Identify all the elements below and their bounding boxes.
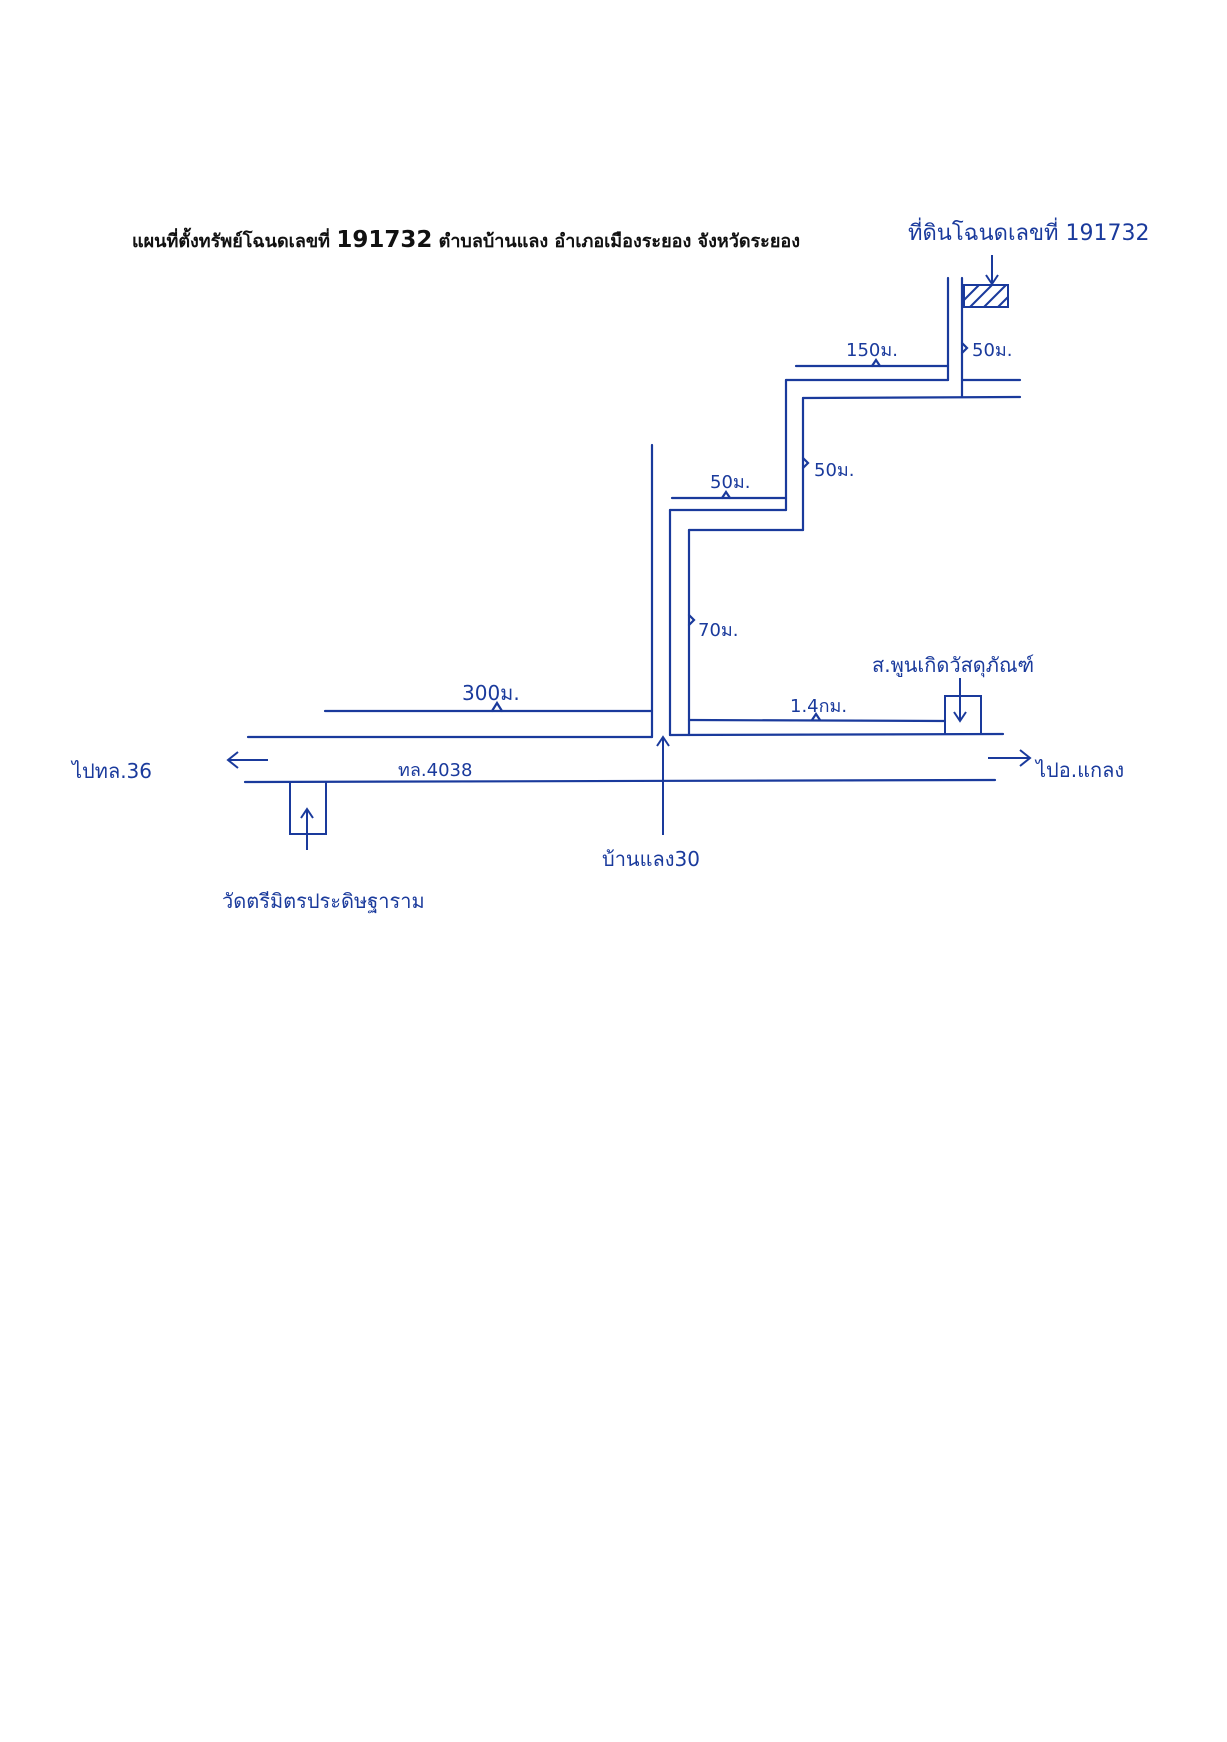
dim-1-4km-mark xyxy=(810,712,822,722)
hatch-4 xyxy=(997,296,1009,308)
hatch-2 xyxy=(969,284,993,308)
map-title: แผนที่ตั้งทรัพย์โฉนดเลขที่ 191732 ตำบลบ้… xyxy=(132,226,800,255)
road-label: ทล.4038 xyxy=(398,760,472,781)
shop-box xyxy=(944,695,982,734)
label-300m: 300ม. xyxy=(462,681,520,705)
hatch-1 xyxy=(963,284,980,301)
main-road-bottom xyxy=(243,778,997,784)
junction-arrow-head xyxy=(656,735,670,747)
left-destination: ไปทล.36 xyxy=(70,759,152,783)
property-label: ที่ดินโฉนดเลขที่ 191732 xyxy=(908,217,1149,246)
title-prefix: แผนที่ตั้งทรัพย์โฉนดเลขที่ xyxy=(132,231,331,252)
right-destination: ไปอ.แกลง xyxy=(1034,758,1124,782)
step2-lower xyxy=(801,395,1022,400)
dim-150-mark xyxy=(870,358,882,368)
label-150m: 150ม. xyxy=(846,340,898,361)
label-50m-mid-h: 50ม. xyxy=(710,472,751,493)
junction-label: บ้านแลง30 xyxy=(602,847,700,871)
dim-50-mid-mark xyxy=(801,456,810,470)
shop-label: ส.พูนเกิดวัสดุภัณฑ์ xyxy=(872,653,1034,678)
map-lines xyxy=(243,276,1022,784)
temple-marker xyxy=(289,782,327,850)
shop-marker xyxy=(944,678,982,734)
shop-arrow-head xyxy=(953,711,967,723)
dim-50-h-mark xyxy=(720,490,732,500)
direction-arrows xyxy=(226,749,1032,769)
dim-70-mark xyxy=(687,613,696,627)
temple-label: วัดตรีมิตรประดิษฐาราม xyxy=(222,889,425,913)
right-arrow-head xyxy=(1019,749,1032,767)
title-suffix: ตำบลบ้านแลง อำเภอเมืองระยอง จังหวัดระยอง xyxy=(438,231,800,252)
main-road-top-right xyxy=(668,732,1005,737)
dim-300-mark xyxy=(490,700,504,713)
hatch-3 xyxy=(983,284,1007,308)
temple-arrow-head xyxy=(300,807,314,819)
label-50m-top: 50ม. xyxy=(972,340,1013,361)
property-plot xyxy=(963,255,1009,308)
title-deed-number: 191732 xyxy=(336,227,433,253)
property-arrow-head xyxy=(985,274,999,286)
label-50m-mid-v: 50ม. xyxy=(814,460,855,481)
label-70m: 70ม. xyxy=(698,620,739,641)
label-1-4km: 1.4กม. xyxy=(790,696,847,717)
junction-marker xyxy=(656,735,670,835)
left-arrow-head xyxy=(226,751,239,769)
dim-50-top-mark xyxy=(960,341,969,355)
property-box xyxy=(963,284,1009,308)
dim-1-4km xyxy=(687,718,947,723)
